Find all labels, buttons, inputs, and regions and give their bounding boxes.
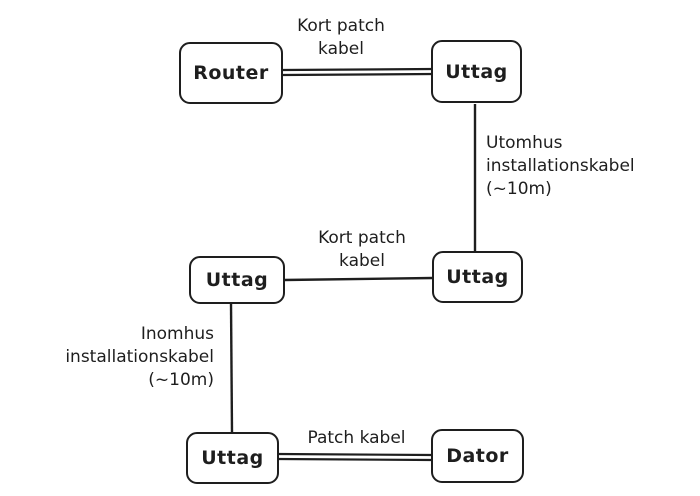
- edge-label-line: installationskabel: [486, 156, 635, 176]
- node-outlet-bottom-left-label: Uttag: [201, 447, 264, 469]
- edge-indoor-cable: [229, 302, 234, 434]
- edge-label-line: kabel: [318, 39, 364, 59]
- node-computer: Dator: [431, 429, 524, 483]
- node-outlet-top-right-label: Uttag: [445, 60, 508, 83]
- edge-label-router-to-outlet: Kort patch kabel: [276, 15, 406, 61]
- edge-label-line: Kort patch: [297, 16, 385, 36]
- node-outlet-mid-left-label: Uttag: [205, 269, 269, 291]
- node-router-label: Router: [193, 62, 269, 84]
- edge-label-line: Utomhus: [486, 133, 563, 153]
- node-outlet-top-right: Uttag: [431, 40, 522, 103]
- node-outlet-mid-right-label: Uttag: [446, 266, 509, 288]
- edge-label-line: Inomhus: [140, 324, 214, 344]
- edge-label-line: (~10m): [486, 179, 552, 199]
- edge-label-line: kabel: [339, 251, 385, 271]
- edge-label-line: Patch kabel: [307, 428, 406, 448]
- node-outlet-mid-right: Uttag: [432, 251, 523, 303]
- edge-mid-patch: [283, 276, 434, 282]
- node-router: Router: [179, 42, 283, 104]
- edge-router-to-outlet: [281, 67, 435, 77]
- edge-label-mid-patch: Kort patch kabel: [297, 227, 427, 273]
- node-computer-label: Dator: [446, 445, 509, 467]
- edge-label-outdoor-cable: Utomhus installationskabel (~10m): [486, 132, 694, 201]
- edge-label-patch-to-computer: Patch kabel: [284, 427, 429, 450]
- node-outlet-mid-left: Uttag: [189, 256, 285, 304]
- edge-label-line: Kort patch: [318, 228, 406, 248]
- edge-label-indoor-cable: Inomhus installationskabel (~10m): [6, 323, 214, 392]
- edge-label-line: installationskabel: [65, 347, 214, 367]
- edge-patch-to-computer: [277, 452, 433, 462]
- edge-label-line: (~10m): [148, 370, 214, 390]
- node-outlet-bottom-left: Uttag: [186, 432, 279, 484]
